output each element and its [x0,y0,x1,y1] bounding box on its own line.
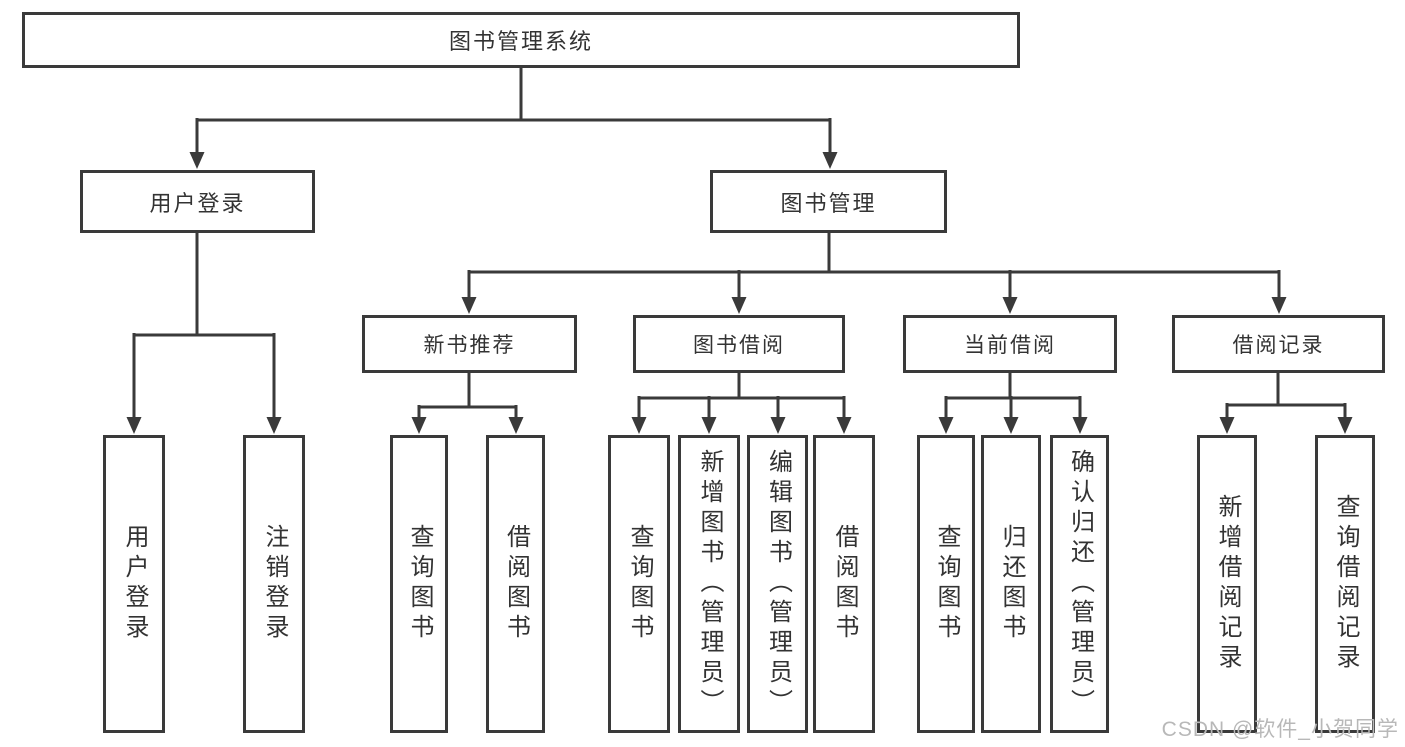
leaf-label: 查询图书 [933,524,960,644]
node-user-login: 用户登录 [80,170,315,233]
csdn-watermark: CSDN @软件_小贺同学 [1161,718,1399,741]
leaf-borrowing-edit-books-admin: 编辑图书（管理员） [747,435,808,733]
leaf-label: 归还图书 [998,524,1025,644]
node-book-borrowing: 图书借阅 [633,315,845,373]
node-label: 新书推荐 [423,334,516,357]
node-label: 图书管理 [780,190,877,216]
leaf-user-login: 用户登录 [103,435,165,733]
leaf-records-add-record: 新增借阅记录 [1197,435,1257,733]
node-current-borrowing: 当前借阅 [903,315,1117,373]
leaf-current-confirm-return-admin: 确认归还（管理员） [1050,435,1109,733]
node-label: 借阅记录 [1232,334,1325,357]
node-new-book-recommendation: 新书推荐 [362,315,577,373]
leaf-borrowing-borrow-books: 借阅图书 [813,435,875,733]
leaf-borrowing-add-books-admin: 新增图书（管理员） [678,435,740,733]
leaf-label: 借阅图书 [502,524,530,644]
leaf-label: 用户登录 [121,524,148,644]
leaf-label: 新增借阅记录 [1214,494,1241,674]
leaf-label: 确认归还（管理员） [1066,449,1094,719]
leaf-logout: 注销登录 [243,435,305,733]
leaf-label: 查询图书 [406,524,433,644]
leaf-recommend-borrow-books: 借阅图书 [486,435,545,733]
leaf-current-return-books: 归还图书 [981,435,1041,733]
leaf-borrowing-query-books: 查询图书 [608,435,670,733]
leaf-current-query-books: 查询图书 [917,435,975,733]
leaf-recommend-query-books: 查询图书 [390,435,448,733]
leaf-records-query-record: 查询借阅记录 [1315,435,1375,733]
node-library-management-system: 图书管理系统 [22,12,1020,68]
node-label: 当前借阅 [964,334,1056,357]
node-book-management: 图书管理 [710,170,947,233]
node-borrowing-records: 借阅记录 [1172,315,1385,373]
node-label: 用户登录 [149,190,246,216]
leaf-label: 查询借阅记录 [1332,494,1359,674]
leaf-label: 编辑图书（管理员） [764,449,792,719]
leaf-label: 借阅图书 [831,524,858,644]
leaf-label: 注销登录 [261,524,288,644]
leaf-label: 查询图书 [626,524,653,644]
node-label: 图书借阅 [693,334,785,357]
node-label: 图书管理系统 [448,29,593,54]
leaf-label: 新增图书（管理员） [696,449,723,719]
